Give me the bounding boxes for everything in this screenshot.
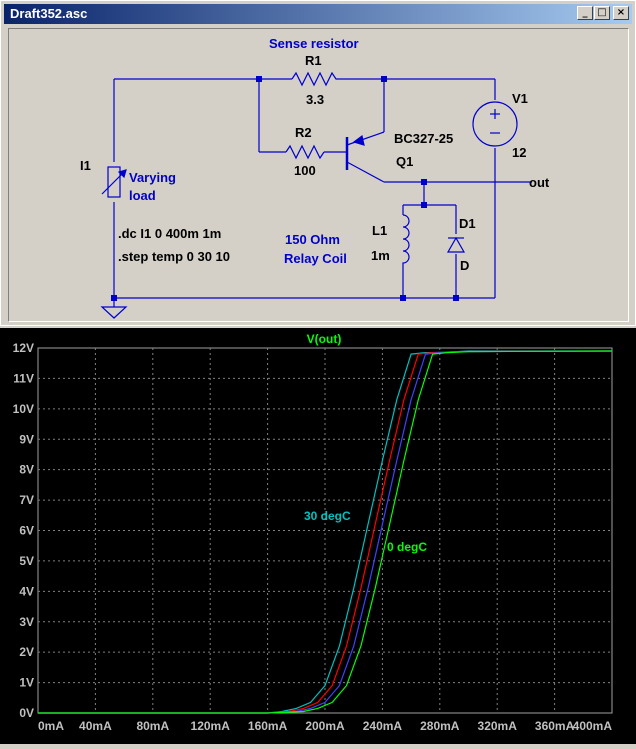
current-source-i1 [107,166,121,198]
y-tick-label: 8V [19,463,34,477]
junction-dot [256,76,262,82]
x-tick-label: 240mA [363,719,403,733]
x-tick-label: 160mA [248,719,288,733]
schematic-window: Draft352.asc _ □ × [0,0,636,326]
x-tick-label: 320mA [478,719,518,733]
transistor-emitter [346,131,385,146]
r2-value: 100 [294,163,316,178]
junction-dot [400,295,406,301]
d1-name: D1 [459,216,476,231]
resistor-r1 [291,71,340,87]
close-icon: × [616,7,626,18]
y-tick-label: 5V [19,554,34,568]
chart-title: V(out) [307,332,342,346]
trace-2 [38,350,613,714]
x-tick-label: 40mA [79,719,112,733]
trace-1 [38,350,613,714]
i1-comment-line1: Varying [129,170,176,185]
transistor-collector [346,161,385,183]
y-tick-label: 9V [19,432,34,446]
y-tick-label: 12V [13,341,34,355]
diode-d1 [446,236,466,253]
i1-comment-line2: load [129,188,156,203]
coil-comment-line1: 150 Ohm [285,232,340,247]
r1-name: R1 [305,53,322,68]
r1-value: 3.3 [306,92,324,107]
q1-name: Q1 [396,154,413,169]
minimize-icon: _ [582,7,588,18]
y-tick-label: 10V [13,402,34,416]
coil-comment-line2: Relay Coil [284,251,347,266]
schematic-canvas[interactable]: Sense resistor R1 3.3 R2 100 BC327-25 Q1… [8,28,629,322]
x-tick-label: 360mA [535,719,575,733]
y-tick-label: 4V [19,584,34,598]
junction-dot [421,179,427,185]
directive-dc[interactable]: .dc I1 0 400m 1m [118,226,221,241]
waveform-chart: V(out) 0mA 40mA 80mA 120mA 160mA 200mA 240mA 28… [13,332,613,733]
y-tick-label: 7V [19,493,34,507]
minimize-button[interactable]: _ [577,6,593,20]
annotation-0degc: 0 degC [387,540,427,554]
x-tick-label: 400mA [573,719,613,733]
r2-name: R2 [295,125,312,140]
net-label-out: out [529,175,550,190]
transistor-arrow [352,134,365,146]
schematic-drawing: Sense resistor R1 3.3 R2 100 BC327-25 Q1… [80,36,550,319]
y-tick-label: 1V [19,676,34,690]
junction-dot [111,295,117,301]
window-titlebar[interactable]: Draft352.asc _ □ × [4,4,632,24]
x-tick-label: 0mA [38,719,64,733]
l1-value: 1m [371,248,390,263]
junction-dot [453,295,459,301]
maximize-icon: □ [597,7,607,18]
l1-name: L1 [372,223,387,238]
annotation-30degc: 30 degC [304,509,351,523]
directive-step[interactable]: .step temp 0 30 10 [118,249,230,264]
y-tick-label: 0V [19,706,34,720]
x-tick-label: 120mA [191,719,231,733]
y-tick-label: 6V [19,524,34,538]
waveform-plot[interactable]: V(out) 0mA 40mA 80mA 120mA 160mA 200mA 240mA 28… [0,326,636,744]
maximize-button[interactable]: □ [594,6,610,20]
resistor-r2 [285,144,325,160]
close-button[interactable]: × [613,6,629,20]
q1-model: BC327-25 [394,131,453,146]
i1-name: I1 [80,158,91,173]
junction-dot [381,76,387,82]
x-tick-label: 200mA [305,719,345,733]
x-tick-label: 280mA [420,719,460,733]
v1-name: V1 [512,91,528,106]
trace-3 [38,350,613,714]
y-tick-label: 3V [19,615,34,629]
d1-value: D [460,258,469,273]
window-title: Draft352.asc [10,6,88,21]
y-tick-label: 11V [13,371,34,385]
v1-value: 12 [512,145,526,160]
junction-dot [421,202,427,208]
voltage-source-v1 [472,101,518,147]
comment-sense-resistor: Sense resistor [269,36,359,51]
x-tick-label: 80mA [136,719,169,733]
inductor-l1 [402,214,410,267]
ground-symbol [100,306,128,319]
y-tick-label: 2V [19,645,34,659]
